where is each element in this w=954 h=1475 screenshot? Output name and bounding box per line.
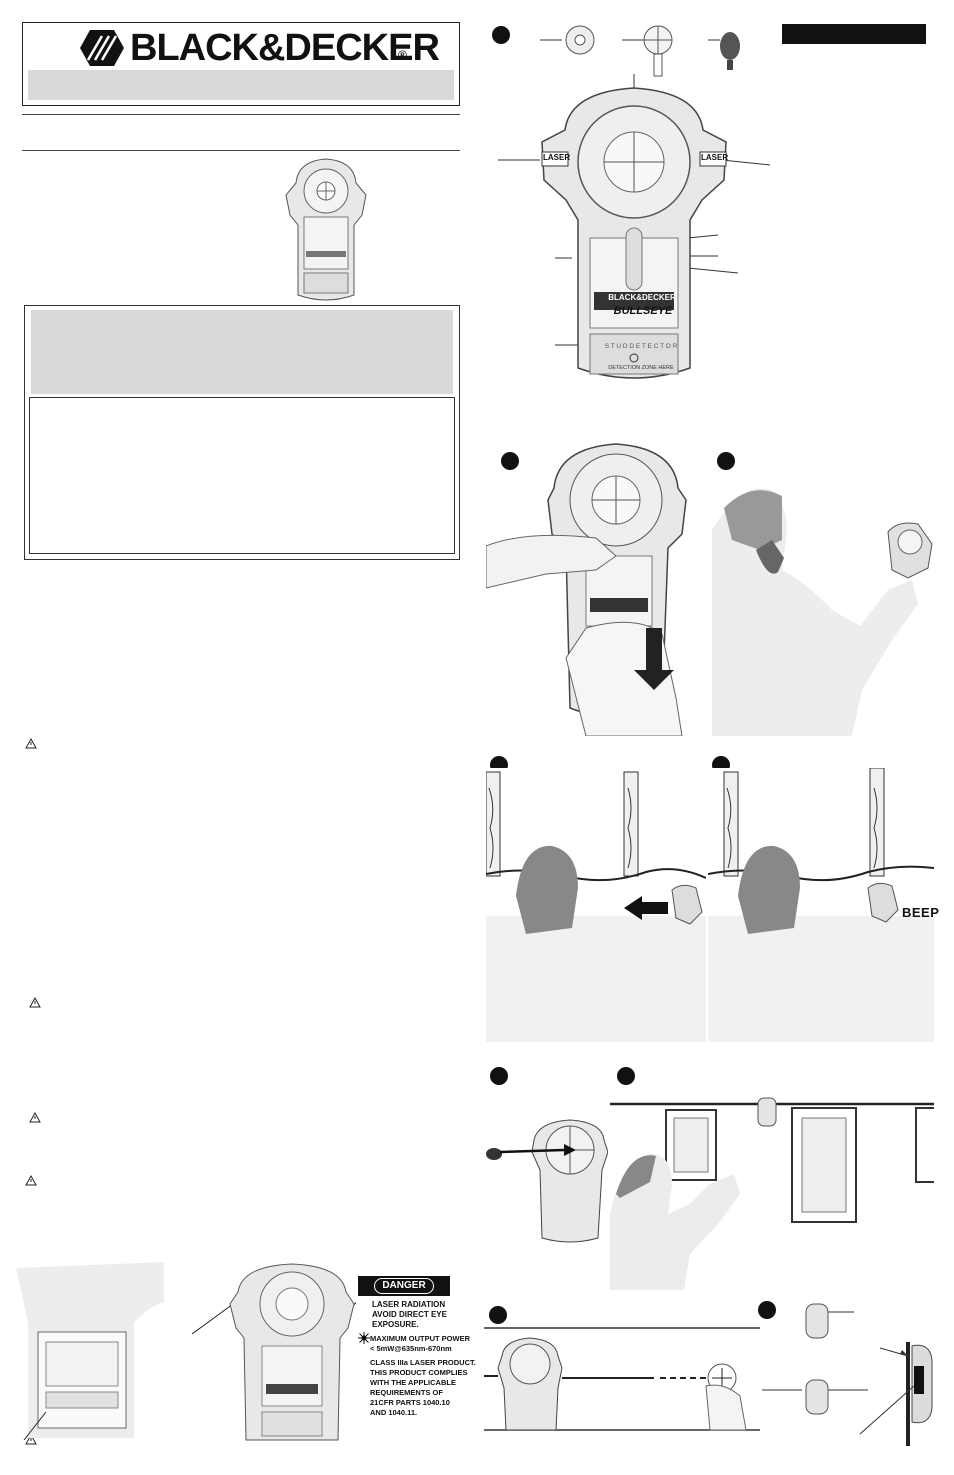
danger-spec: REQUIREMENTS OF: [370, 1388, 443, 1397]
figure-badge: [617, 1067, 635, 1085]
stud-found-illustration: [708, 768, 934, 1042]
danger-line: AVOID DIRECT EYE: [372, 1310, 447, 1319]
detection-zone-label: DETECTION ZONE HERE: [608, 365, 674, 371]
divider: [22, 150, 460, 151]
warning-triangle-icon: [25, 1175, 37, 1186]
figure-badge: [717, 452, 735, 470]
figure-badge: [490, 1067, 508, 1085]
warning-triangle-icon: [25, 1434, 37, 1445]
laser-label-left: LASER: [543, 153, 571, 162]
registered-mark: ®: [398, 48, 407, 62]
figure-badge: [489, 1306, 507, 1324]
figure-badge: [758, 1301, 776, 1319]
device-brand-label: BLACK&DECKER: [608, 293, 676, 302]
warning-triangle-icon: [29, 997, 41, 1008]
danger-label: DANGER LASER RADIATION AVOID DIRECT EYE …: [358, 1276, 476, 1417]
warning-box: [24, 305, 460, 560]
warning-inner-box: [29, 397, 455, 554]
warning-band: [31, 310, 453, 394]
danger-spec: CLASS IIIa LASER PRODUCT.: [370, 1358, 476, 1367]
device-front-label-illustration: [192, 1263, 356, 1441]
product-thumbnail: [278, 155, 374, 303]
user-holding-device-illustration: [712, 480, 940, 736]
picture-hanging-illustration: [610, 1097, 934, 1290]
laser-label-right: LASER: [701, 153, 729, 162]
bulb-icon: [720, 32, 740, 60]
beep-label: BEEP: [902, 905, 940, 920]
laser-starburst-icon: [358, 1332, 370, 1344]
danger-line: LASER RADIATION: [372, 1300, 446, 1309]
brand-name: BLACK&DECKER: [130, 27, 440, 69]
hand-slide-illustration: [486, 443, 687, 736]
laser-activation-illustration: [486, 1119, 608, 1243]
product-name-label: BULLSEYE: [613, 305, 673, 317]
wall-scan-illustration: [486, 768, 706, 1042]
danger-spec: THIS PRODUCT COMPLIES: [370, 1368, 468, 1377]
warning-triangle-icon: [29, 1112, 41, 1123]
warning-triangle-icon: [25, 738, 37, 749]
danger-line: EXPOSURE.: [372, 1320, 419, 1329]
danger-spec: AND 1040.11.: [370, 1408, 418, 1417]
mount-side-view-illustration: [762, 1303, 933, 1446]
danger-spec: 21CFR PARTS 1040.10: [370, 1398, 450, 1407]
header-title-band: [28, 70, 454, 100]
brand-logo: BLACK&DECKER ®: [80, 28, 440, 68]
danger-spec: WITH THE APPLICABLE: [370, 1378, 456, 1387]
device-diagram: [498, 74, 770, 379]
hexagon-logo-icon: [80, 30, 124, 66]
icon-legend: [540, 25, 740, 77]
level-line-illustration: [484, 1327, 760, 1431]
language-tab: [782, 24, 926, 44]
danger-title: DANGER: [374, 1278, 434, 1294]
sensor-window-label: S T U D D E T E C T O R: [604, 343, 678, 350]
header-frame: [22, 22, 460, 106]
danger-spec: < 5mW@635nm-670nm: [370, 1344, 452, 1353]
device-rear-label-illustration: [16, 1262, 164, 1440]
danger-spec: MAXIMUM OUTPUT POWER: [370, 1334, 470, 1343]
figure-badge: [492, 26, 510, 44]
divider: [22, 114, 460, 115]
figure-badge: [501, 452, 519, 470]
